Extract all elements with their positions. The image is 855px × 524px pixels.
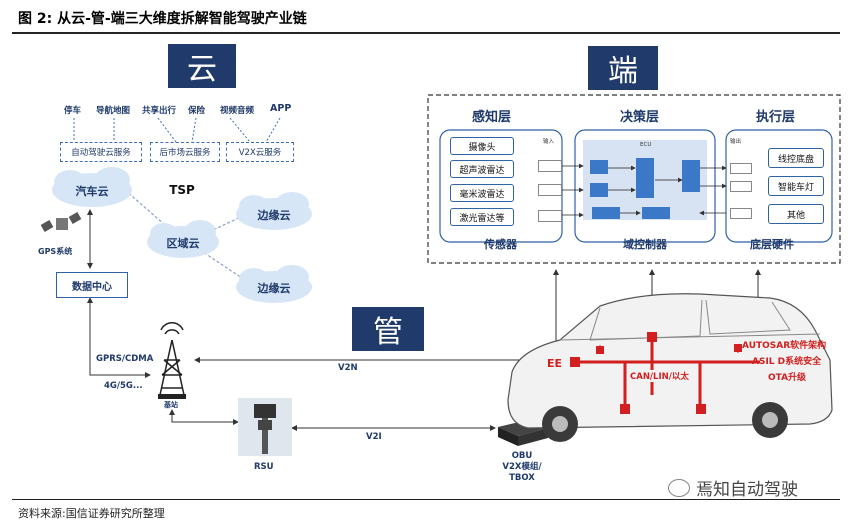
base-station-label: 基站 (164, 401, 178, 409)
ecu-label: ECU (640, 142, 652, 148)
edge-cloud-label-2: 边缘云 (257, 282, 291, 295)
obu-label-line-2: V2X模组/ (502, 462, 542, 472)
car-cloud-shape (52, 167, 132, 207)
regional-cloud-label: 区域云 (166, 237, 200, 250)
wechat-icon (668, 478, 690, 497)
asild-label: ASIL D系统安全 (752, 357, 822, 367)
cellular-label: 4G/5G... (104, 381, 143, 391)
input-box-1 (538, 160, 562, 172)
app-insurance: 保险 (188, 106, 206, 116)
top-rule (12, 32, 840, 34)
sensor-caption: 传感器 (484, 238, 517, 251)
decision-layer-title: 决策层 (620, 110, 660, 125)
app-navigation-map: 导航地图 (96, 106, 131, 116)
input-label: 输入 (543, 139, 555, 145)
ee-label: EE (547, 357, 563, 370)
source-note: 资料来源:国信证券研究所整理 (18, 507, 165, 520)
output-box-1 (730, 163, 752, 174)
domain-controller-caption: 域控制器 (623, 238, 667, 251)
input-box-2 (538, 184, 562, 196)
obu-label-line-1: OBU (511, 451, 533, 461)
edge-cloud-1-shape (236, 192, 312, 230)
v2i-label: V2I (366, 432, 382, 442)
app-parking: 停车 (64, 106, 82, 116)
base-station-tower-shape (159, 322, 185, 396)
ecu-processor (636, 158, 654, 198)
ecu-output-chip (682, 160, 700, 192)
app-shared-mobility: 共享出行 (142, 106, 177, 116)
service-aftermarket-cloud: 后市场云服务 (150, 142, 220, 162)
gps-system-label: GPS系统 (38, 247, 73, 256)
data-center-box: 数据中心 (56, 272, 128, 298)
watermark-text: 焉知自动驾驶 (696, 480, 798, 500)
app-video-audio: 视频音频 (220, 106, 255, 116)
hardware-caption: 底层硬件 (750, 238, 794, 251)
output-box-3 (730, 208, 752, 219)
actuator-smart-lights: 智能车灯 (768, 176, 824, 196)
cloud-header: 云 (168, 44, 236, 88)
figure-title: 图 2: 从云-管-端三大维度拆解智能驾驶产业链 (18, 11, 307, 27)
can-lin-ethernet-label: CAN/LIN/以太 (628, 370, 691, 382)
car-cloud-label: 汽车云 (75, 185, 109, 198)
bottom-rule (12, 499, 840, 500)
actuator-other: 其他 (768, 204, 824, 224)
ecu-chip-2 (590, 183, 608, 197)
perception-layer-title: 感知层 (472, 110, 512, 125)
watermark: 焉知自动驾驶 (668, 475, 798, 500)
ecu-chip-1 (590, 160, 608, 174)
execution-layer-title: 执行层 (756, 110, 796, 125)
obu-label: OBU V2X模组/ TBOX (500, 451, 544, 484)
sensor-ultrasonic-radar: 超声波雷达 (450, 160, 514, 178)
input-box-3 (538, 210, 562, 222)
ecu-comm-chip (642, 207, 670, 219)
edge-cloud-2-shape (236, 265, 312, 303)
actuator-drive-by-wire-chassis: 线控底盘 (768, 148, 824, 168)
pipe-header: 管 (352, 307, 424, 351)
output-label: 输出 (730, 139, 742, 145)
gps-satellite-shape (40, 212, 82, 232)
sensor-mmwave-radar: 毫米波雷达 (450, 184, 514, 202)
sensor-camera: 摄像头 (450, 137, 514, 155)
autosar-label: AUTOSAR软件架构 (742, 341, 827, 351)
app-app: APP (270, 103, 292, 114)
ota-label: OTA升级 (768, 373, 807, 383)
end-header: 端 (588, 46, 658, 90)
obu-label-line-3: TBOX (509, 473, 535, 483)
edge-cloud-label-1: 边缘云 (257, 209, 291, 222)
ecu-bus-chip (592, 207, 620, 219)
rsu-pole-shape (238, 398, 292, 456)
service-v2x-cloud: V2X云服务 (226, 142, 294, 162)
v2n-label: V2N (338, 363, 358, 373)
gprs-cdma-label: GPRS/CDMA (96, 354, 154, 364)
regional-cloud-shape (147, 220, 219, 258)
sensor-lidar: 激光雷达等 (450, 208, 514, 226)
output-box-2 (730, 181, 752, 192)
rsu-label: RSU (254, 462, 274, 472)
service-autonomous-driving-cloud: 自动驾驶云服务 (60, 142, 142, 162)
tsp-label: TSP (162, 180, 202, 200)
